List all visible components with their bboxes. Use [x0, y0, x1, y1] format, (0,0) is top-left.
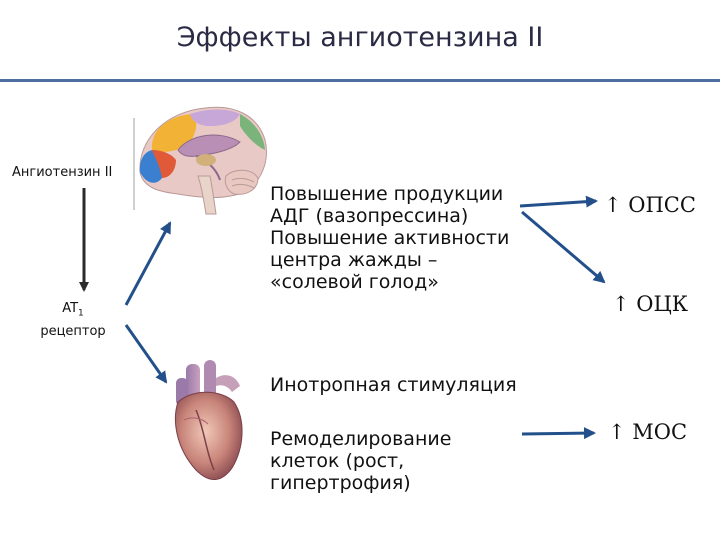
remodeling-line-3: гипертрофия) [270, 472, 411, 494]
heart-illustration [175, 360, 243, 480]
brain-illustration [133, 106, 267, 215]
receptor-label: AT1 рецептор [30, 300, 116, 340]
result-otsk: ↑ ОЦК [612, 292, 689, 316]
brain-effect-line-2: АДГ (вазопрессина) [270, 205, 469, 227]
remodeling-line-1: Ремоделирование [270, 428, 452, 450]
inotropic-text: Инотропная стимуляция [270, 374, 517, 396]
brain-effect-line-5: «солевой голод» [270, 271, 439, 293]
remodeling-line-2: клеток (рост, [270, 450, 405, 472]
inotropic-effect: Инотропная стимуляция [270, 374, 517, 396]
result-mos: ↑ МОС [608, 420, 688, 444]
arrow-to-mos [521, 427, 596, 440]
result-opss: ↑ ОПСС [604, 193, 696, 217]
angiotensin-label: Ангиотензин II [12, 164, 112, 181]
receptor-line1: AT1 [30, 300, 116, 323]
receptor-name: AT [62, 301, 79, 316]
brain-effect-line-4: центра жажды – [270, 249, 438, 271]
brain-effect-line-1: Повышение продукции [270, 183, 504, 205]
receptor-line2: рецептор [40, 323, 106, 339]
brain-effect-line-3: Повышение активности [270, 227, 510, 249]
brain-effects: Повышение продукции АДГ (вазопрессина) П… [270, 183, 509, 293]
slide-title: Эффекты ангиотензина II [176, 22, 544, 53]
receptor-subscript: 1 [78, 308, 84, 319]
arrow-receptor-to-heart [124, 324, 168, 384]
title-divider [0, 79, 720, 82]
angiotensin-text: Ангиотензин II [12, 165, 113, 180]
arrow-to-opss [519, 195, 598, 208]
remodeling-effect: Ремоделирование клеток (рост, гипертрофи… [270, 428, 451, 494]
arrow-receptor-to-brain [124, 221, 172, 306]
arrow-to-otsk [521, 210, 606, 284]
